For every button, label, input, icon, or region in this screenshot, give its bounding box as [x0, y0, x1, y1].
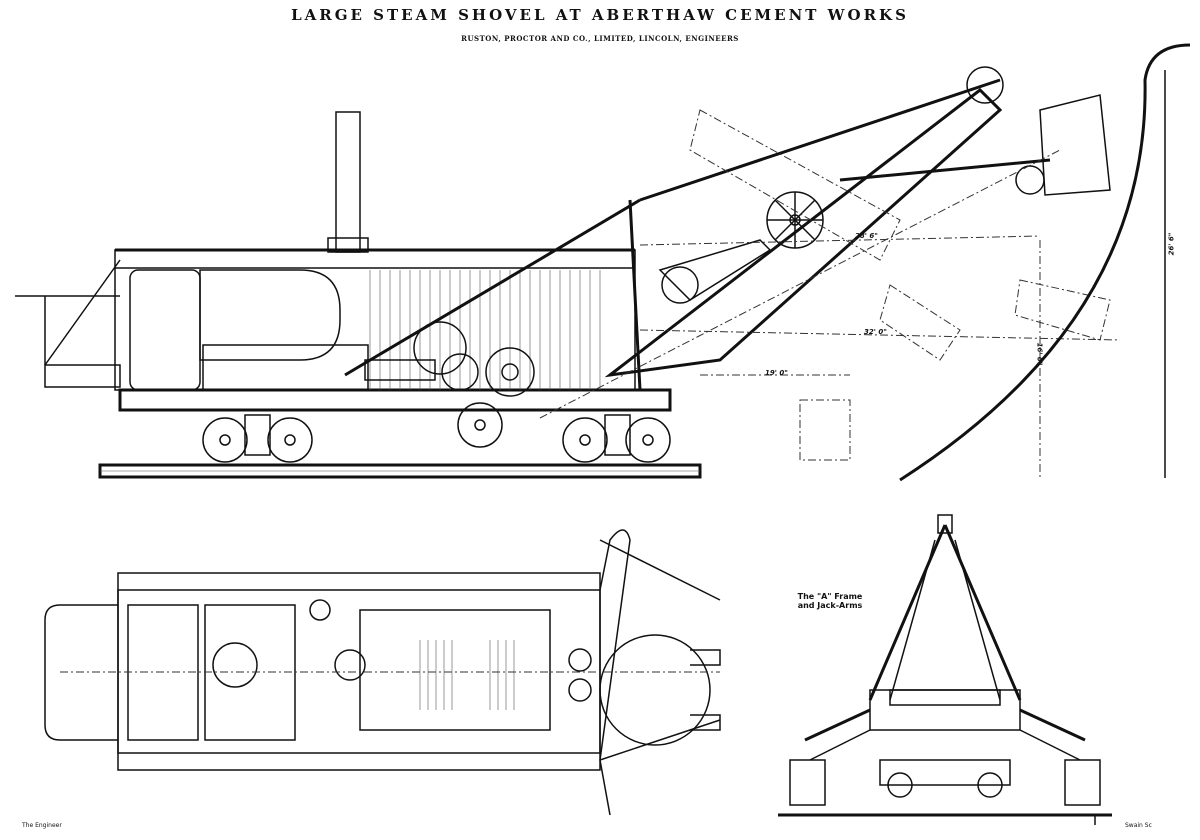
rear-platform [44, 364, 121, 388]
side-elevation [15, 43, 1191, 482]
chimney [335, 111, 361, 253]
drawing-subtitle: RUSTON, PROCTOR AND CO., LIMITED, LINCOL… [461, 34, 739, 43]
plan-view [44, 529, 721, 816]
water-tank [129, 269, 201, 391]
dipper-path-phantom [539, 109, 1121, 480]
cab-housing [114, 249, 636, 391]
boom-sheave [966, 66, 1004, 104]
upper-stay [639, 78, 1001, 202]
engraver-credit: Swain Sc [1125, 822, 1152, 829]
dimension-16ft: 16' 0" [1035, 342, 1044, 366]
bogie-wheels [202, 402, 671, 463]
publication-credit: The Engineer [22, 822, 62, 829]
a-frame-leg [628, 199, 642, 391]
dipper-bucket [1039, 94, 1111, 196]
flywheel [413, 321, 467, 375]
a-frame-label: The "A" Frame and Jack-Arms [785, 592, 875, 610]
a-frame-view [778, 514, 1112, 825]
hoist-drum [485, 347, 535, 397]
drawing-title: LARGE STEAM SHOVEL AT ABERTHAW CEMENT WO… [291, 6, 909, 24]
dimension-26ft6: 26' 6" [1167, 232, 1176, 256]
boom [604, 88, 1003, 378]
cliff-face [899, 43, 1191, 482]
boom-tie-rod [344, 198, 641, 377]
dimension-32ft: 32' 0" [864, 328, 887, 336]
dimension-19ft: 19' 0" [765, 369, 788, 377]
a-frame-label-line1: The "A" Frame [797, 592, 863, 601]
a-frame-label-line2: and Jack-Arms [797, 601, 863, 610]
boiler [199, 269, 341, 361]
plan-turntable [599, 634, 711, 746]
dimension-28ft6: 28' 6" [855, 232, 878, 240]
dipper-handle [839, 158, 1051, 182]
dipper-arm-bracket [658, 239, 772, 301]
